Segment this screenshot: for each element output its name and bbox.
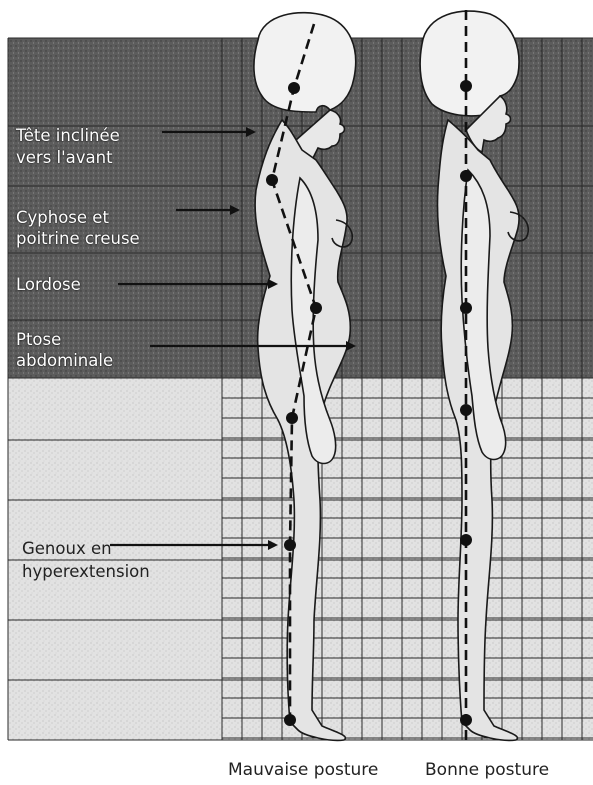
- caption-good-posture: Bonne posture: [425, 760, 549, 780]
- label-head-line2: vers l'avant: [16, 148, 113, 167]
- landmark-dot: [460, 80, 472, 92]
- landmark-dot: [460, 404, 472, 416]
- label-kyphosis-line2: poitrine creuse: [16, 229, 140, 248]
- landmark-dot: [460, 302, 472, 314]
- landmark-dot: [460, 714, 472, 726]
- label-ptosis-line1: Ptose: [16, 330, 61, 349]
- landmark-dot: [284, 714, 296, 726]
- label-knees-line2: hyperextension: [22, 562, 150, 581]
- label-knees-line1: Genoux en: [22, 539, 112, 558]
- caption-bad-posture: Mauvaise posture: [228, 760, 378, 780]
- label-kyphosis-line1: Cyphose et: [16, 208, 109, 227]
- label-ptosis-line2: abdominale: [16, 351, 113, 370]
- landmark-dot: [284, 539, 296, 551]
- label-lordosis: Lordose: [16, 275, 81, 294]
- landmark-dot: [288, 82, 300, 94]
- landmark-dot: [460, 534, 472, 546]
- landmark-dot: [460, 170, 472, 182]
- landmark-dot: [266, 174, 278, 186]
- label-head-line1: Tête inclinée: [16, 126, 120, 145]
- landmark-dot: [286, 412, 298, 424]
- landmark-dot: [310, 302, 322, 314]
